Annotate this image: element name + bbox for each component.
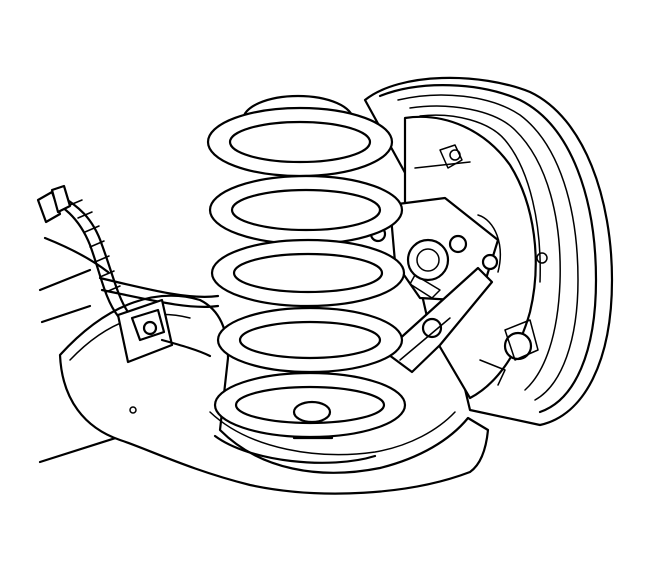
brake-hose <box>36 184 220 318</box>
trailing-arm <box>383 266 494 374</box>
coil-spring <box>206 94 407 464</box>
brake-line-bracket <box>116 298 212 364</box>
